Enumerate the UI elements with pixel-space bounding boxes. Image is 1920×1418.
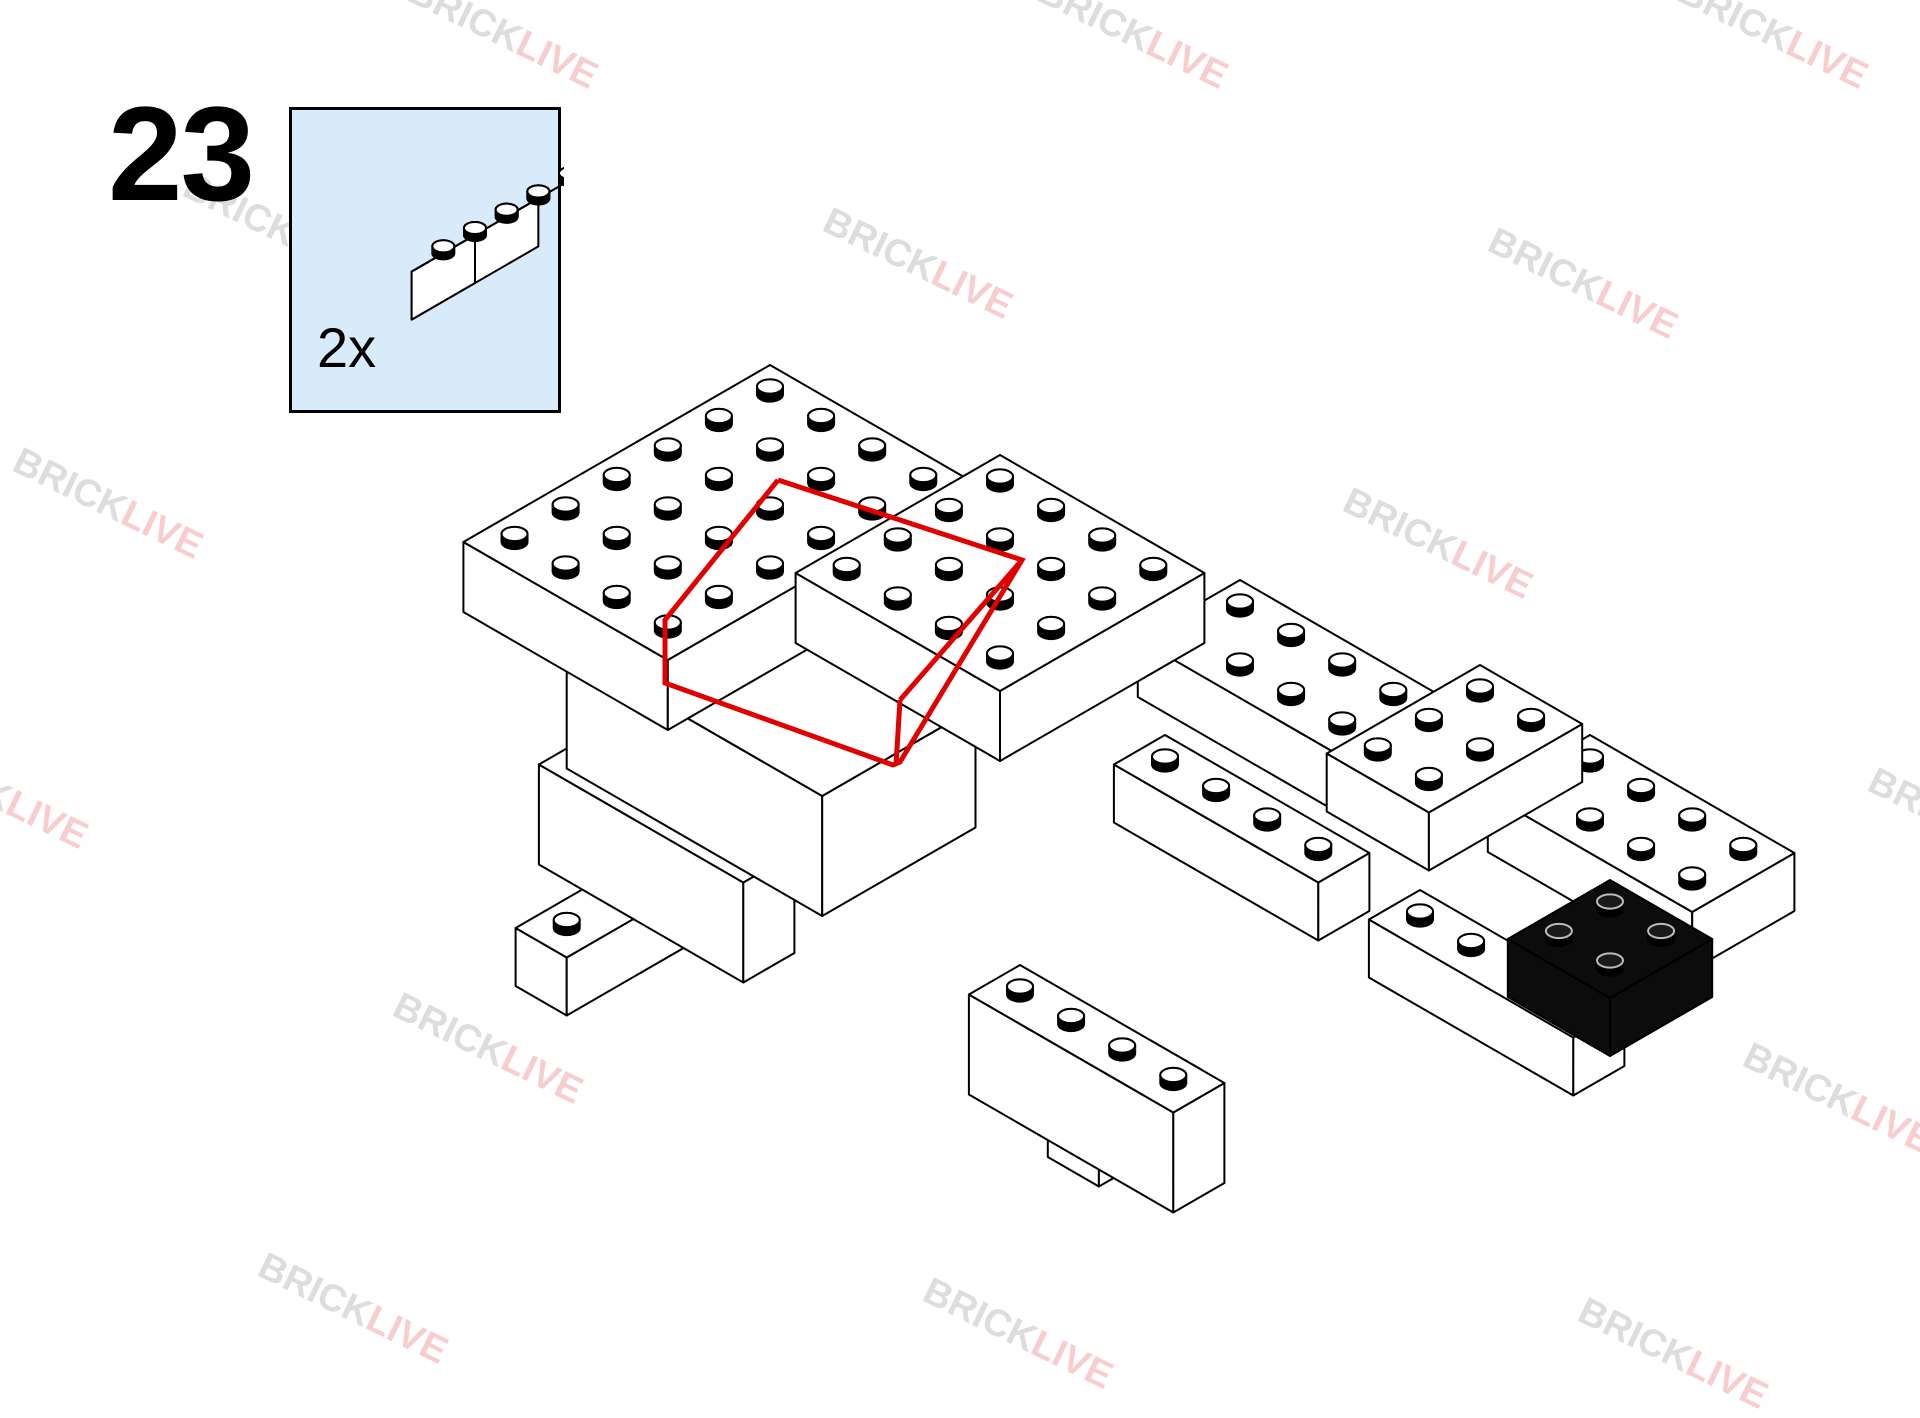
top-brick — [794, 454, 1206, 762]
new-parts-highlight — [662, 477, 1026, 768]
stud — [1627, 777, 1656, 795]
stud — [1596, 893, 1624, 910]
stud — [1457, 932, 1486, 950]
brick-2x4-icon — [410, 167, 564, 321]
stud — [1414, 766, 1443, 784]
stud — [704, 407, 733, 425]
stud — [1627, 836, 1656, 854]
stud — [756, 378, 784, 395]
step-number: 23 — [108, 80, 255, 229]
stud — [1037, 497, 1066, 515]
stud — [1108, 1037, 1137, 1054]
stud — [858, 437, 887, 454]
body-top-brick — [1325, 664, 1584, 872]
stud — [1576, 807, 1604, 824]
part-quantity: 2x — [317, 316, 377, 379]
stud — [704, 584, 733, 602]
stud — [756, 437, 784, 454]
stud — [1304, 836, 1333, 854]
stud — [1006, 978, 1034, 995]
stud — [1159, 1066, 1188, 1084]
stud — [986, 527, 1014, 544]
stud — [602, 466, 631, 484]
stud — [1328, 652, 1357, 669]
stud — [552, 911, 581, 929]
stud — [1678, 807, 1707, 824]
stud — [1678, 866, 1707, 883]
stud — [883, 586, 912, 603]
stud — [653, 496, 682, 513]
stud — [986, 468, 1014, 485]
stud — [1151, 748, 1179, 765]
stud — [602, 584, 631, 602]
stud — [756, 555, 784, 572]
stud — [1596, 952, 1624, 969]
stud — [1277, 622, 1306, 640]
stud — [1088, 586, 1117, 603]
stud — [551, 555, 580, 572]
stud — [1406, 903, 1434, 920]
stud — [704, 466, 733, 484]
stud — [1414, 707, 1443, 725]
stud — [1466, 678, 1494, 695]
stud — [832, 556, 861, 574]
stud — [1226, 652, 1254, 669]
stud — [1517, 707, 1546, 725]
stud — [602, 525, 631, 543]
stud — [1253, 807, 1282, 824]
stud — [653, 555, 682, 572]
stud — [934, 615, 963, 633]
eye-brick-black — [1506, 879, 1714, 1057]
stud — [1088, 527, 1117, 544]
stud — [1328, 711, 1357, 728]
stud — [1037, 556, 1066, 574]
body-brick — [1112, 734, 1371, 942]
stud — [1379, 681, 1408, 699]
stud — [1037, 615, 1066, 633]
stud — [807, 525, 836, 543]
stud — [1226, 593, 1254, 610]
stud — [1277, 681, 1306, 699]
stud — [1466, 737, 1494, 754]
stud — [1544, 922, 1573, 940]
stud — [1139, 556, 1168, 574]
leg-brick — [967, 964, 1226, 1214]
stud — [986, 645, 1014, 662]
stud — [883, 527, 912, 544]
stud — [1057, 1007, 1086, 1025]
parts-callout: 2x — [289, 107, 564, 413]
stud — [551, 496, 580, 513]
stud — [1647, 922, 1676, 940]
stud — [934, 556, 963, 574]
stud — [807, 407, 836, 425]
model-illustration — [462, 364, 1796, 1214]
stud — [909, 466, 938, 484]
stud — [653, 437, 682, 454]
stud — [807, 466, 836, 484]
stud — [1202, 777, 1231, 795]
stud — [1729, 836, 1758, 854]
stud — [500, 525, 529, 543]
stud — [934, 497, 963, 515]
stud — [1363, 737, 1392, 754]
